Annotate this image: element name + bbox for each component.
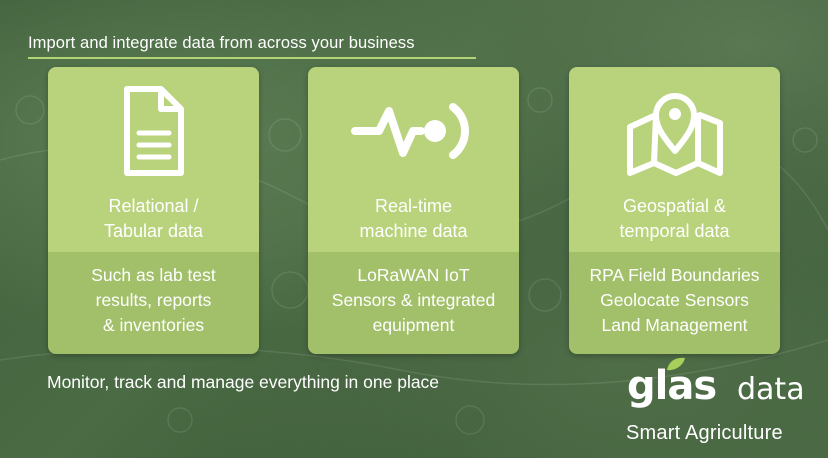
brand-logo: glas data xyxy=(625,357,815,409)
card-title: Real-time machine data xyxy=(359,196,468,241)
document-icon xyxy=(123,86,184,176)
map-pin-icon xyxy=(626,93,723,176)
card-description: LoRaWAN IoT Sensors & integrated equipme… xyxy=(331,265,496,335)
headline-underline xyxy=(28,57,476,59)
card-header: Relational / Tabular data xyxy=(48,67,259,252)
card-body: RPA Field Boundaries Geolocate Sensors L… xyxy=(569,252,780,354)
footer-tagline: Monitor, track and manage everything in … xyxy=(47,372,440,392)
card-relational-data: Relational / Tabular data Such as lab te… xyxy=(48,67,259,354)
card-description: Such as lab test results, reports & inve… xyxy=(91,265,216,335)
card-header: Geospatial & temporal data xyxy=(569,67,780,252)
card-title: Relational / Tabular data xyxy=(103,196,204,241)
card-description: RPA Field Boundaries Geolocate Sensors L… xyxy=(589,265,760,335)
card-header: Real-time machine data xyxy=(308,67,519,252)
headline: Import and integrate data from across yo… xyxy=(28,34,415,52)
brand-tagline: Smart Agriculture xyxy=(626,422,783,444)
card-machine-data: Real-time machine data LoRaWAN IoT Senso… xyxy=(308,67,519,354)
card-body: Such as lab test results, reports & inve… xyxy=(48,252,259,354)
logo-wordmark-secondary: data xyxy=(737,372,805,407)
leaf-icon xyxy=(667,357,685,371)
card-title: Geospatial & temporal data xyxy=(619,196,730,241)
card-geospatial-data: Geospatial & temporal data RPA Field Bou… xyxy=(569,67,780,354)
signal-pulse-icon xyxy=(350,103,469,159)
card-body: LoRaWAN IoT Sensors & integrated equipme… xyxy=(308,252,519,354)
logo-wordmark-primary: glas xyxy=(627,363,717,409)
